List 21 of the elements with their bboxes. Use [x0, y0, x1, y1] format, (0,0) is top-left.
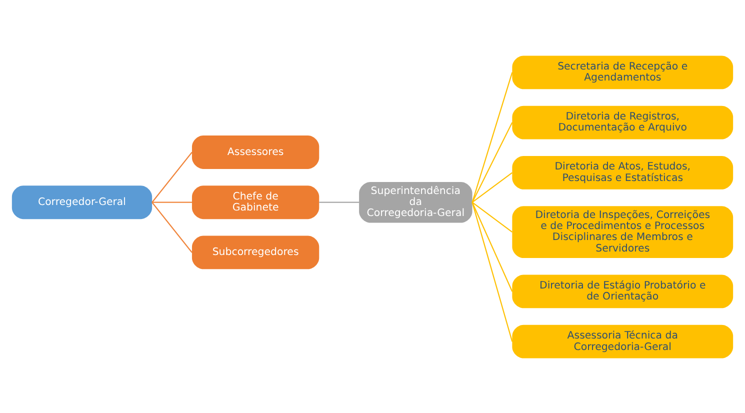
node-box: Diretoria de Atos, Estudos, Pesquisas e Estatísticas [512, 155, 734, 189]
node-box: Secretaria de Recepção e Agendamentos [512, 55, 734, 89]
connector [472, 122, 513, 202]
connector [472, 202, 513, 342]
node-box: Superintendência da Corregedoria-Geral [359, 181, 472, 222]
connector [472, 201, 513, 232]
connector [472, 202, 513, 292]
connector [152, 151, 192, 202]
connector [472, 172, 513, 202]
node-box: Diretoria de Registros, Documentação e Arquivo [512, 105, 734, 139]
node-box: Diretoria de Estágio Probatório e de Orientação [512, 274, 734, 308]
node-box: Diretoria de Inspeções, Correições e de Procedimentos e Processos Disciplinares de Membros e Servidores [512, 206, 734, 258]
node-box: Chefe de Gabinete [192, 185, 320, 219]
node-box: Assessores [192, 135, 320, 168]
connector [472, 72, 513, 202]
node-box: Subcorregedores [192, 235, 320, 269]
connector [152, 201, 192, 202]
connector [152, 202, 192, 252]
node-box: Corregedor-Geral [12, 185, 152, 219]
node-box: Assessoria Técnica da Corregedoria-Geral [512, 324, 734, 358]
connector [319, 201, 360, 202]
